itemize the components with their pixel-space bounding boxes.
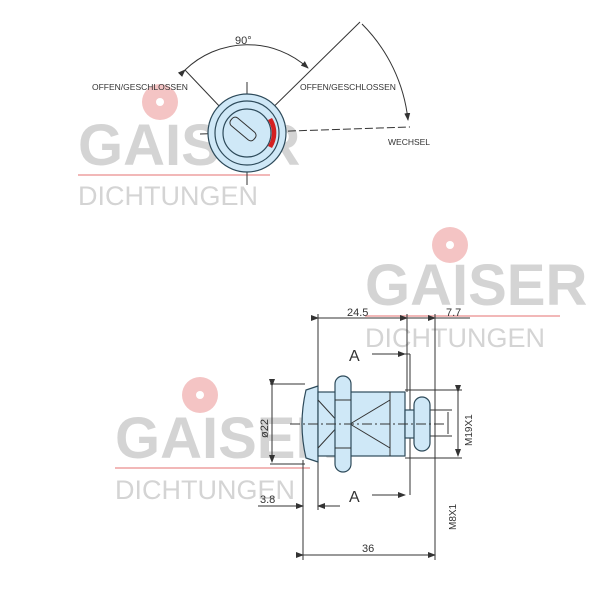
position-marker xyxy=(268,118,277,148)
svg-text:DICHTUNGEN: DICHTUNGEN xyxy=(115,475,295,505)
right-position-label: OFFEN/GESCHLOSSEN xyxy=(300,82,396,92)
top-view: 90° OFFEN/GESCHLOSSEN OFFEN/GESCHLOSSEN … xyxy=(92,21,430,185)
dim-diameter: ø22 xyxy=(259,419,271,438)
dim-tip-length: 7.7 xyxy=(446,307,461,319)
left-position-label: OFFEN/GESCHLOSSEN xyxy=(92,82,188,92)
section-label-bottom: A xyxy=(349,489,360,506)
watermark-2: GAISER DICHTUNGEN xyxy=(365,227,587,353)
angle-label: 90° xyxy=(235,35,252,47)
thread-main: M19X1 xyxy=(464,414,475,446)
switch-label: WECHSEL xyxy=(388,137,430,147)
svg-text:DICHTUNGEN: DICHTUNGEN xyxy=(78,181,258,211)
dim-head: 3.8 xyxy=(260,494,275,506)
watermark-3: GAISER DICHTUNGEN xyxy=(115,377,337,505)
svg-text:GAISER: GAISER xyxy=(365,253,587,318)
section-label-top: A xyxy=(349,348,360,365)
dim-total-length: 36 xyxy=(362,543,374,555)
svg-text:GAISER: GAISER xyxy=(115,406,337,471)
side-view: 24.5 7.7 36 ø22 3.8 M19X1 M8X1 A A xyxy=(258,307,475,560)
thread-tip: M8X1 xyxy=(448,503,459,530)
dim-main-length: 24.5 xyxy=(347,307,368,319)
svg-text:DICHTUNGEN: DICHTUNGEN xyxy=(365,323,545,353)
